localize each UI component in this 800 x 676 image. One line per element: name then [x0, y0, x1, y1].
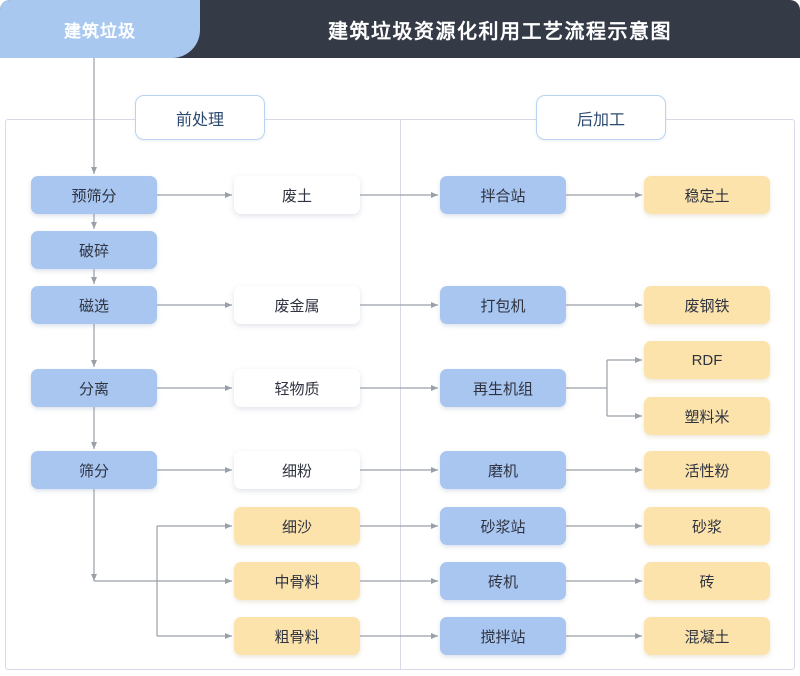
node-product-r7[interactable]: 砖: [644, 562, 770, 600]
node-label: 筛分: [78, 462, 109, 480]
node-label: 砂浆站: [480, 518, 526, 536]
node-product-r2[interactable]: 废钢铁: [644, 286, 770, 324]
node-equipment-e4[interactable]: 磨机: [440, 451, 566, 489]
node-label: 拌合站: [480, 187, 526, 205]
node-label: 活性粉: [684, 462, 730, 480]
stage-chip-pretreatment[interactable]: 前处理: [135, 95, 265, 140]
node-label: 稳定土: [684, 187, 730, 205]
node-product-r8[interactable]: 混凝土: [644, 617, 770, 655]
node-intermediate-m6[interactable]: 中骨料: [234, 562, 360, 600]
node-label: 再生机组: [472, 380, 533, 398]
node-equipment-e6[interactable]: 砖机: [440, 562, 566, 600]
node-intermediate-m7[interactable]: 粗骨料: [234, 617, 360, 655]
page-title: 建筑垃圾资源化利用工艺流程示意图: [328, 20, 672, 43]
node-equipment-e3[interactable]: 再生机组: [440, 369, 566, 407]
node-label: 混凝土: [684, 628, 730, 646]
node-label: 废金属: [274, 297, 320, 315]
node-equipment-e5[interactable]: 砂浆站: [440, 507, 566, 545]
node-label: 预筛分: [71, 187, 117, 205]
node-intermediate-m2[interactable]: 废金属: [234, 286, 360, 324]
node-label: 细沙: [281, 518, 312, 536]
node-label: 废钢铁: [684, 297, 730, 315]
node-intermediate-m3[interactable]: 轻物质: [234, 369, 360, 407]
source-tab-label: 建筑垃圾: [64, 21, 136, 41]
node-label: 磁选: [78, 297, 109, 315]
node-process-p5[interactable]: 筛分: [31, 451, 157, 489]
stage-chip-pretreatment-label: 前处理: [175, 111, 224, 129]
node-label: 搅拌站: [480, 628, 526, 646]
node-label: 打包机: [480, 297, 526, 315]
node-process-p3[interactable]: 磁选: [31, 286, 157, 324]
node-label: 塑料米: [684, 408, 730, 426]
section-divider: [400, 119, 401, 670]
node-label: 废土: [281, 187, 312, 205]
node-label: 细粉: [281, 462, 312, 480]
node-label: 中骨料: [274, 573, 320, 591]
node-label: 轻物质: [274, 380, 320, 398]
node-equipment-e2[interactable]: 打包机: [440, 286, 566, 324]
node-label: 粗骨料: [274, 628, 320, 646]
stage-chip-postprocessing[interactable]: 后加工: [536, 95, 666, 140]
node-label: 破碎: [78, 242, 109, 260]
node-label: RDF: [691, 351, 723, 369]
node-intermediate-m1[interactable]: 废土: [234, 176, 360, 214]
stage-chip-postprocessing-label: 后加工: [576, 111, 625, 129]
node-product-r6[interactable]: 砂浆: [644, 507, 770, 545]
node-product-r1[interactable]: 稳定土: [644, 176, 770, 214]
node-product-r4[interactable]: 塑料米: [644, 397, 770, 435]
node-label: 砖机: [487, 573, 518, 591]
node-label: 分离: [78, 380, 109, 398]
node-process-p4[interactable]: 分离: [31, 369, 157, 407]
node-intermediate-m4[interactable]: 细粉: [234, 451, 360, 489]
node-intermediate-m5[interactable]: 细沙: [234, 507, 360, 545]
node-equipment-e1[interactable]: 拌合站: [440, 176, 566, 214]
node-process-p1[interactable]: 预筛分: [31, 176, 157, 214]
node-equipment-e7[interactable]: 搅拌站: [440, 617, 566, 655]
node-product-r3[interactable]: RDF: [644, 341, 770, 379]
node-process-p2[interactable]: 破碎: [31, 231, 157, 269]
node-label: 砖: [699, 573, 715, 591]
node-product-r5[interactable]: 活性粉: [644, 451, 770, 489]
node-label: 磨机: [487, 462, 518, 480]
node-label: 砂浆: [691, 518, 722, 536]
source-tab[interactable]: 建筑垃圾: [0, 0, 200, 58]
